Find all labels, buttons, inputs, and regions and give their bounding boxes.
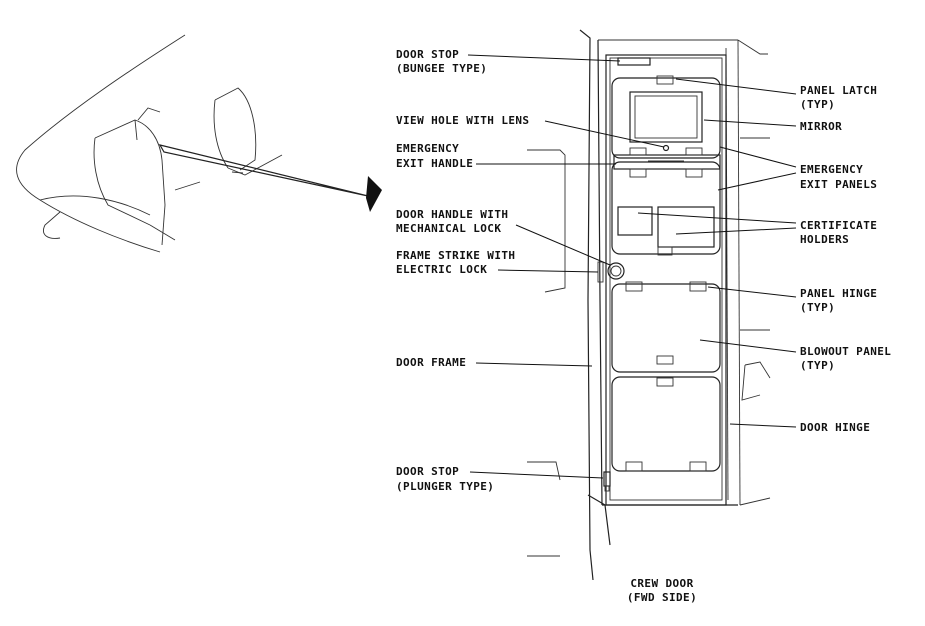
label-door-hinge: DOOR HINGE [800,421,870,434]
svg-text:EXIT HANDLE: EXIT HANDLE [396,157,473,170]
svg-text:DOOR STOP: DOOR STOP [396,465,459,478]
aircraft-locator-sketch [16,34,382,253]
label-emergency-exit-handle: EMERGENCY EXIT HANDLE [396,142,473,170]
crew-door-drawing [527,29,771,581]
label-door-stop-plunger: DOOR STOP (PLUNGER TYPE) [396,465,494,493]
label-panel-latch: PANEL LATCH (TYP) [800,84,877,111]
svg-text:DOOR HANDLE WITH: DOOR HANDLE WITH [396,208,508,221]
svg-text:EMERGENCY: EMERGENCY [800,163,863,176]
label-door-handle: DOOR HANDLE WITH MECHANICAL LOCK [396,208,508,235]
svg-text:(BUNGEE TYPE): (BUNGEE TYPE) [396,62,487,75]
svg-text:PANEL LATCH: PANEL LATCH [800,84,877,97]
diagram-caption: CREW DOOR (FWD SIDE) [627,577,697,604]
svg-text:CREW DOOR: CREW DOOR [630,577,693,590]
label-blowout-panel: BLOWOUT PANEL (TYP) [800,345,891,372]
svg-text:CERTIFICATE: CERTIFICATE [800,219,877,232]
svg-text:FRAME STRIKE WITH: FRAME STRIKE WITH [396,249,515,262]
label-view-hole: VIEW HOLE WITH LENS [396,114,529,127]
svg-text:ELECTRIC LOCK: ELECTRIC LOCK [396,263,487,276]
svg-text:DOOR HINGE: DOOR HINGE [800,421,870,434]
label-emergency-exit-panels: EMERGENCY EXIT PANELS [800,163,877,191]
label-door-frame: DOOR FRAME [396,356,466,369]
svg-text:DOOR STOP: DOOR STOP [396,48,459,61]
svg-text:HOLDERS: HOLDERS [800,233,849,246]
svg-text:EMERGENCY: EMERGENCY [396,142,459,155]
label-certificate-holders: CERTIFICATE HOLDERS [800,219,877,246]
svg-text:BLOWOUT PANEL: BLOWOUT PANEL [800,345,891,358]
svg-text:VIEW HOLE WITH LENS: VIEW HOLE WITH LENS [396,114,529,127]
svg-text:PANEL HINGE: PANEL HINGE [800,287,877,300]
svg-text:(PLUNGER TYPE): (PLUNGER TYPE) [396,480,494,493]
svg-text:(TYP): (TYP) [800,301,835,314]
svg-text:(TYP): (TYP) [800,98,835,111]
label-mirror: MIRROR [800,120,842,133]
svg-text:MECHANICAL LOCK: MECHANICAL LOCK [396,222,501,235]
svg-text:MIRROR: MIRROR [800,120,842,133]
svg-text:(FWD SIDE): (FWD SIDE) [627,591,697,604]
svg-text:DOOR FRAME: DOOR FRAME [396,356,466,369]
svg-text:EXIT PANELS: EXIT PANELS [800,178,877,191]
label-panel-hinge: PANEL HINGE (TYP) [800,287,877,314]
svg-text:(TYP): (TYP) [800,359,835,372]
label-frame-strike: FRAME STRIKE WITH ELECTRIC LOCK [396,249,515,276]
leader-lines [467,54,797,479]
label-door-stop-bungee: DOOR STOP (BUNGEE TYPE) [396,48,487,75]
